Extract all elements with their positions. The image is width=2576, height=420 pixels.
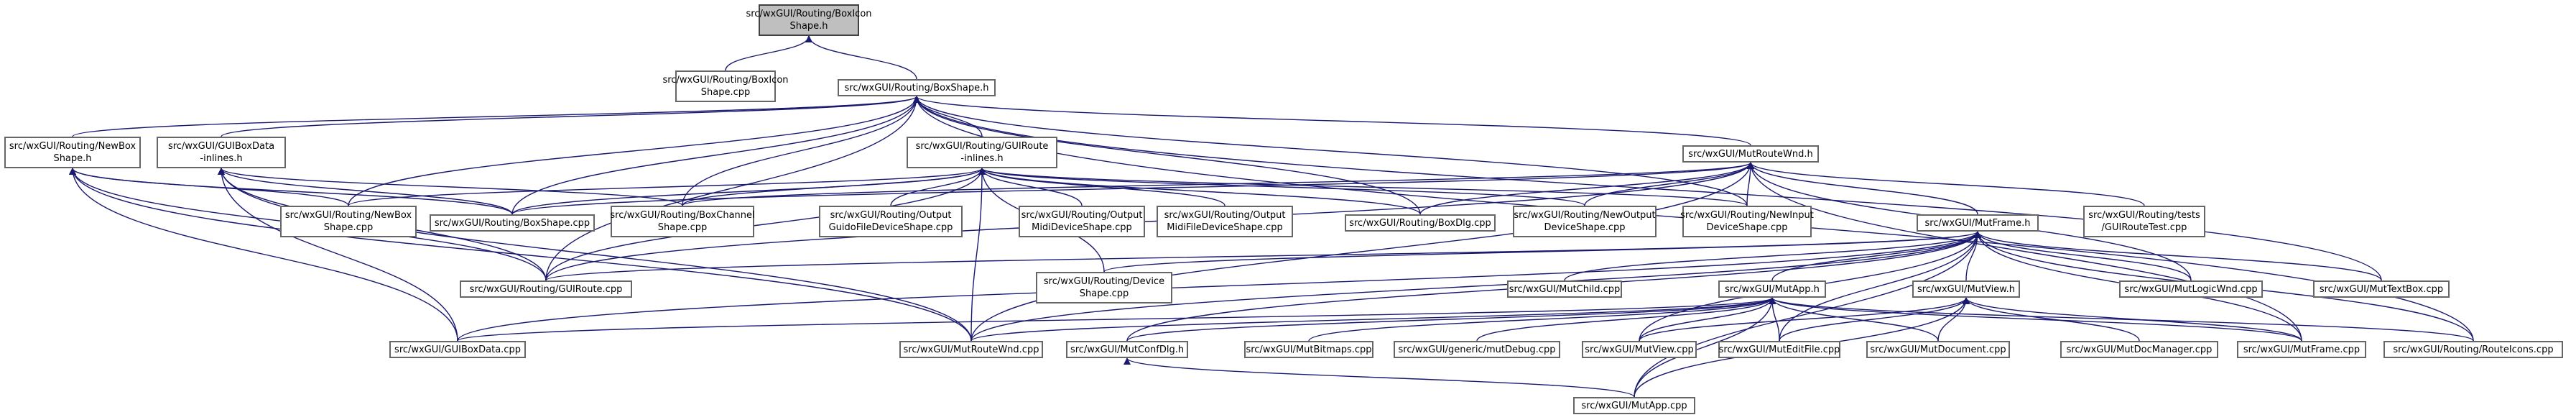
node-mutconfdlg-h[interactable]: src/wxGUI/MutConfDlg.h bbox=[1066, 341, 1188, 358]
edge-guiroute-inl-to-outmidi-cpp bbox=[978, 168, 1083, 206]
edge-mutview-h-to-mutview-cpp bbox=[1639, 297, 1970, 342]
edge-mutapp-h-to-mutdocument-cpp bbox=[1769, 297, 1939, 342]
node-mutdebug-cpp[interactable]: src/wxGUI/generic/mutDebug.cpp bbox=[1394, 341, 1560, 358]
edge-mutapp-h-to-mutconfdlg-h bbox=[1126, 297, 1776, 342]
node-mutbitmaps-cpp[interactable]: src/wxGUI/MutBitmaps.cpp bbox=[1244, 341, 1373, 358]
edge-mutroutewnd-h-to-mutframe-cpp bbox=[1747, 162, 2302, 342]
node-guiroute-inl[interactable]: src/wxGUI/Routing/GUIRoute -inlines.h bbox=[907, 137, 1057, 168]
edge-guiroute-inl-to-mutroutewnd-cpp bbox=[970, 168, 986, 342]
edge-boxshape-h-to-guiroute-inl bbox=[913, 96, 983, 137]
edge-mutapp-h-to-mutdebug-cpp bbox=[1476, 297, 1776, 342]
node-guiboxdata-inl[interactable]: src/wxGUI/GUIBoxData -inlines.h bbox=[157, 137, 286, 168]
node-muttextbox-cpp[interactable]: src/wxGUI/MutTextBox.cpp bbox=[2313, 280, 2450, 298]
node-outmidifile-cpp[interactable]: src/wxGUI/Routing/Output MidiFileDeviceS… bbox=[1157, 206, 1293, 237]
edge-boxshape-h-to-boxdlg-cpp bbox=[913, 96, 1421, 215]
edge-guiroute-inl-to-newinput-cpp bbox=[978, 168, 1748, 206]
edge-mutframe-h-to-device-cpp bbox=[1103, 231, 1981, 273]
edge-mutapp-h-to-mutframe-cpp bbox=[1769, 297, 2302, 342]
edge-mutview-h-to-mutdocument-cpp bbox=[1937, 297, 1970, 342]
node-muteditfile-cpp[interactable]: src/wxGUI/MutEditFile.cpp bbox=[1718, 341, 1840, 358]
node-newbox-cpp[interactable]: src/wxGUI/Routing/NewBox Shape.cpp bbox=[280, 206, 417, 237]
edge-boxshape-h-to-mutroutewnd-h bbox=[913, 96, 1751, 146]
edge-mutroutewnd-h-to-boxshape-cpp bbox=[511, 162, 1754, 215]
node-guiroute-cpp[interactable]: src/wxGUI/Routing/GUIRoute.cpp bbox=[460, 280, 632, 298]
edge-mutroutewnd-h-to-mutroutewnd-cpp bbox=[970, 162, 1754, 342]
edge-mutapp-h-to-mutroutewnd-cpp bbox=[970, 297, 1776, 342]
node-newinput-cpp[interactable]: src/wxGUI/Routing/NewInput DeviceShape.c… bbox=[1680, 206, 1814, 237]
edge-boxshape-h-to-guiroute-cpp bbox=[545, 96, 920, 281]
node-newoutput-cpp[interactable]: src/wxGUI/Routing/NewOutput DeviceShape.… bbox=[1513, 206, 1657, 237]
edge-mutroutewnd-h-to-newoutput-cpp bbox=[1584, 162, 1754, 206]
edge-mutconfdlg-h-to-mutapp-cpp bbox=[1123, 357, 1635, 398]
edge-mutapp-h-to-mutbitmaps-cpp bbox=[1308, 297, 1776, 342]
edge-boxicon-h-to-boxshape-h bbox=[805, 35, 917, 80]
edge-mutroutewnd-h-to-guiroute-cpp bbox=[545, 162, 1754, 281]
edge-guiroute-inl-to-outguido-cpp bbox=[890, 168, 986, 206]
node-mutchild-cpp[interactable]: src/wxGUI/MutChild.cpp bbox=[1507, 280, 1622, 298]
node-newbox-h[interactable]: src/wxGUI/Routing/NewBox Shape.h bbox=[4, 137, 141, 168]
edge-mutframe-h-to-muttextbox-cpp bbox=[1974, 231, 2382, 281]
node-device-cpp[interactable]: src/wxGUI/Routing/Device Shape.cpp bbox=[1036, 272, 1172, 303]
node-mutdocument-cpp[interactable]: src/wxGUI/MutDocument.cpp bbox=[1866, 341, 2010, 358]
node-mutview-h[interactable]: src/wxGUI/MutView.h bbox=[1912, 280, 2020, 298]
edge-mutframe-h-to-mutchild-cpp bbox=[1564, 231, 1981, 281]
edge-mutframe-h-to-mutroutewnd-cpp bbox=[970, 231, 1981, 342]
node-mutapp-h[interactable]: src/wxGUI/MutApp.h bbox=[1718, 280, 1826, 298]
edge-boxshape-h-to-newbox-h bbox=[72, 96, 920, 137]
edge-newbox-h-to-mutroutewnd-cpp bbox=[69, 168, 972, 342]
edge-mutview-h-to-mutdocmanager-cpp bbox=[1963, 297, 2140, 342]
edge-mutapp-h-to-guiboxdata-cpp bbox=[457, 297, 1776, 342]
edge-mutapp-h-to-mutview-cpp bbox=[1639, 297, 1776, 342]
node-mutlogicwnd-cpp[interactable]: src/wxGUI/MutLogicWnd.cpp bbox=[2119, 280, 2263, 298]
edge-mutframe-h-to-muteditfile-cpp bbox=[1779, 231, 1981, 342]
node-mutroutewnd-h[interactable]: src/wxGUI/MutRouteWnd.h bbox=[1682, 145, 1819, 163]
node-mutview-cpp[interactable]: src/wxGUI/MutView.cpp bbox=[1582, 341, 1697, 358]
edge-mutframe-h-to-mutapp-h bbox=[1771, 231, 1981, 281]
edge-mutframe-h-to-mutlogicwnd-cpp bbox=[1974, 231, 2192, 281]
edge-guiboxdata-inl-to-mutroutewnd-cpp bbox=[218, 168, 972, 342]
node-boxdlg-cpp[interactable]: src/wxGUI/Routing/BoxDlg.cpp bbox=[1345, 214, 1496, 232]
edge-mutapp-h-to-mutapp-cpp bbox=[1634, 297, 1776, 398]
edge-guiroute-inl-to-newbox-cpp bbox=[348, 168, 986, 206]
node-boxshape-h[interactable]: src/wxGUI/Routing/BoxShape.h bbox=[838, 79, 996, 96]
edge-mutroutewnd-h-to-boxdlg-cpp bbox=[1419, 162, 1754, 215]
edge-boxicon-h-to-boxicon-cpp bbox=[725, 35, 812, 71]
node-mutframe-cpp[interactable]: src/wxGUI/MutFrame.cpp bbox=[2237, 341, 2366, 358]
edge-guiboxdata-inl-to-guiboxdata-cpp bbox=[218, 168, 458, 342]
edge-mutview-h-to-mutframe-cpp bbox=[1963, 297, 2302, 342]
edge-mutframe-h-to-guiboxdata-cpp bbox=[457, 231, 1981, 342]
edge-boxshape-h-to-muttextbox-cpp bbox=[913, 96, 2382, 281]
edge-mutroutewnd-h-to-guiroutetest-cpp bbox=[1747, 162, 2145, 206]
edge-guiboxdata-inl-to-boxshape-cpp bbox=[218, 168, 513, 215]
edge-newbox-h-to-guiboxdata-cpp bbox=[69, 168, 458, 342]
edge-mutview-h-to-muteditfile-cpp bbox=[1779, 297, 1970, 342]
node-routeicons-cpp[interactable]: src/wxGUI/Routing/RouteIcons.cpp bbox=[2383, 341, 2563, 358]
node-mutdocmanager-cpp[interactable]: src/wxGUI/MutDocManager.cpp bbox=[2060, 341, 2218, 358]
edge-boxshape-h-to-guiboxdata-inl bbox=[221, 96, 920, 137]
node-guiroutetest-cpp[interactable]: src/wxGUI/Routing/tests /GUIRouteTest.cp… bbox=[2083, 206, 2205, 237]
node-outguido-cpp[interactable]: src/wxGUI/Routing/Output GuidoFileDevice… bbox=[819, 206, 963, 237]
edge-newbox-h-to-boxshape-cpp bbox=[69, 168, 513, 215]
node-boxchannel-cpp[interactable]: src/wxGUI/Routing/BoxChannel Shape.cpp bbox=[610, 206, 755, 237]
node-boxicon-h: src/wxGUI/Routing/BoxIcon Shape.h bbox=[746, 4, 872, 36]
edge-guiroute-inl-to-boxdlg-cpp bbox=[978, 168, 1421, 215]
node-mutapp-cpp[interactable]: src/wxGUI/MutApp.cpp bbox=[1573, 397, 1695, 414]
edge-boxshape-h-to-boxshape-cpp bbox=[511, 96, 920, 215]
edge-guiboxdata-inl-to-boxchannel-cpp bbox=[218, 168, 683, 206]
node-mutroutewnd-cpp[interactable]: src/wxGUI/MutRouteWnd.cpp bbox=[899, 341, 1043, 358]
node-mutframe-h[interactable]: src/wxGUI/MutFrame.h bbox=[1917, 214, 2039, 232]
edge-boxshape-h-to-newinput-cpp bbox=[913, 96, 1748, 206]
node-boxicon-cpp[interactable]: src/wxGUI/Routing/BoxIcon Shape.cpp bbox=[662, 70, 789, 102]
node-boxshape-cpp[interactable]: src/wxGUI/Routing/BoxShape.cpp bbox=[430, 214, 595, 232]
edge-boxshape-h-to-newbox-cpp bbox=[348, 96, 920, 206]
node-outmidi-cpp[interactable]: src/wxGUI/Routing/Output MidiDeviceShape… bbox=[1019, 206, 1145, 237]
node-guiboxdata-cpp[interactable]: src/wxGUI/GUIBoxData.cpp bbox=[389, 341, 526, 358]
edge-mutapp-h-to-routeicons-cpp bbox=[1769, 297, 2474, 342]
edge-guiroute-inl-to-guiroute-cpp bbox=[545, 168, 986, 281]
edge-mutroutewnd-h-to-mutframe-h bbox=[1747, 162, 1978, 215]
edge-mutroutewnd-h-to-boxchannel-cpp bbox=[682, 162, 1754, 206]
edge-mutframe-h-to-mutapp-cpp bbox=[1634, 231, 1981, 398]
